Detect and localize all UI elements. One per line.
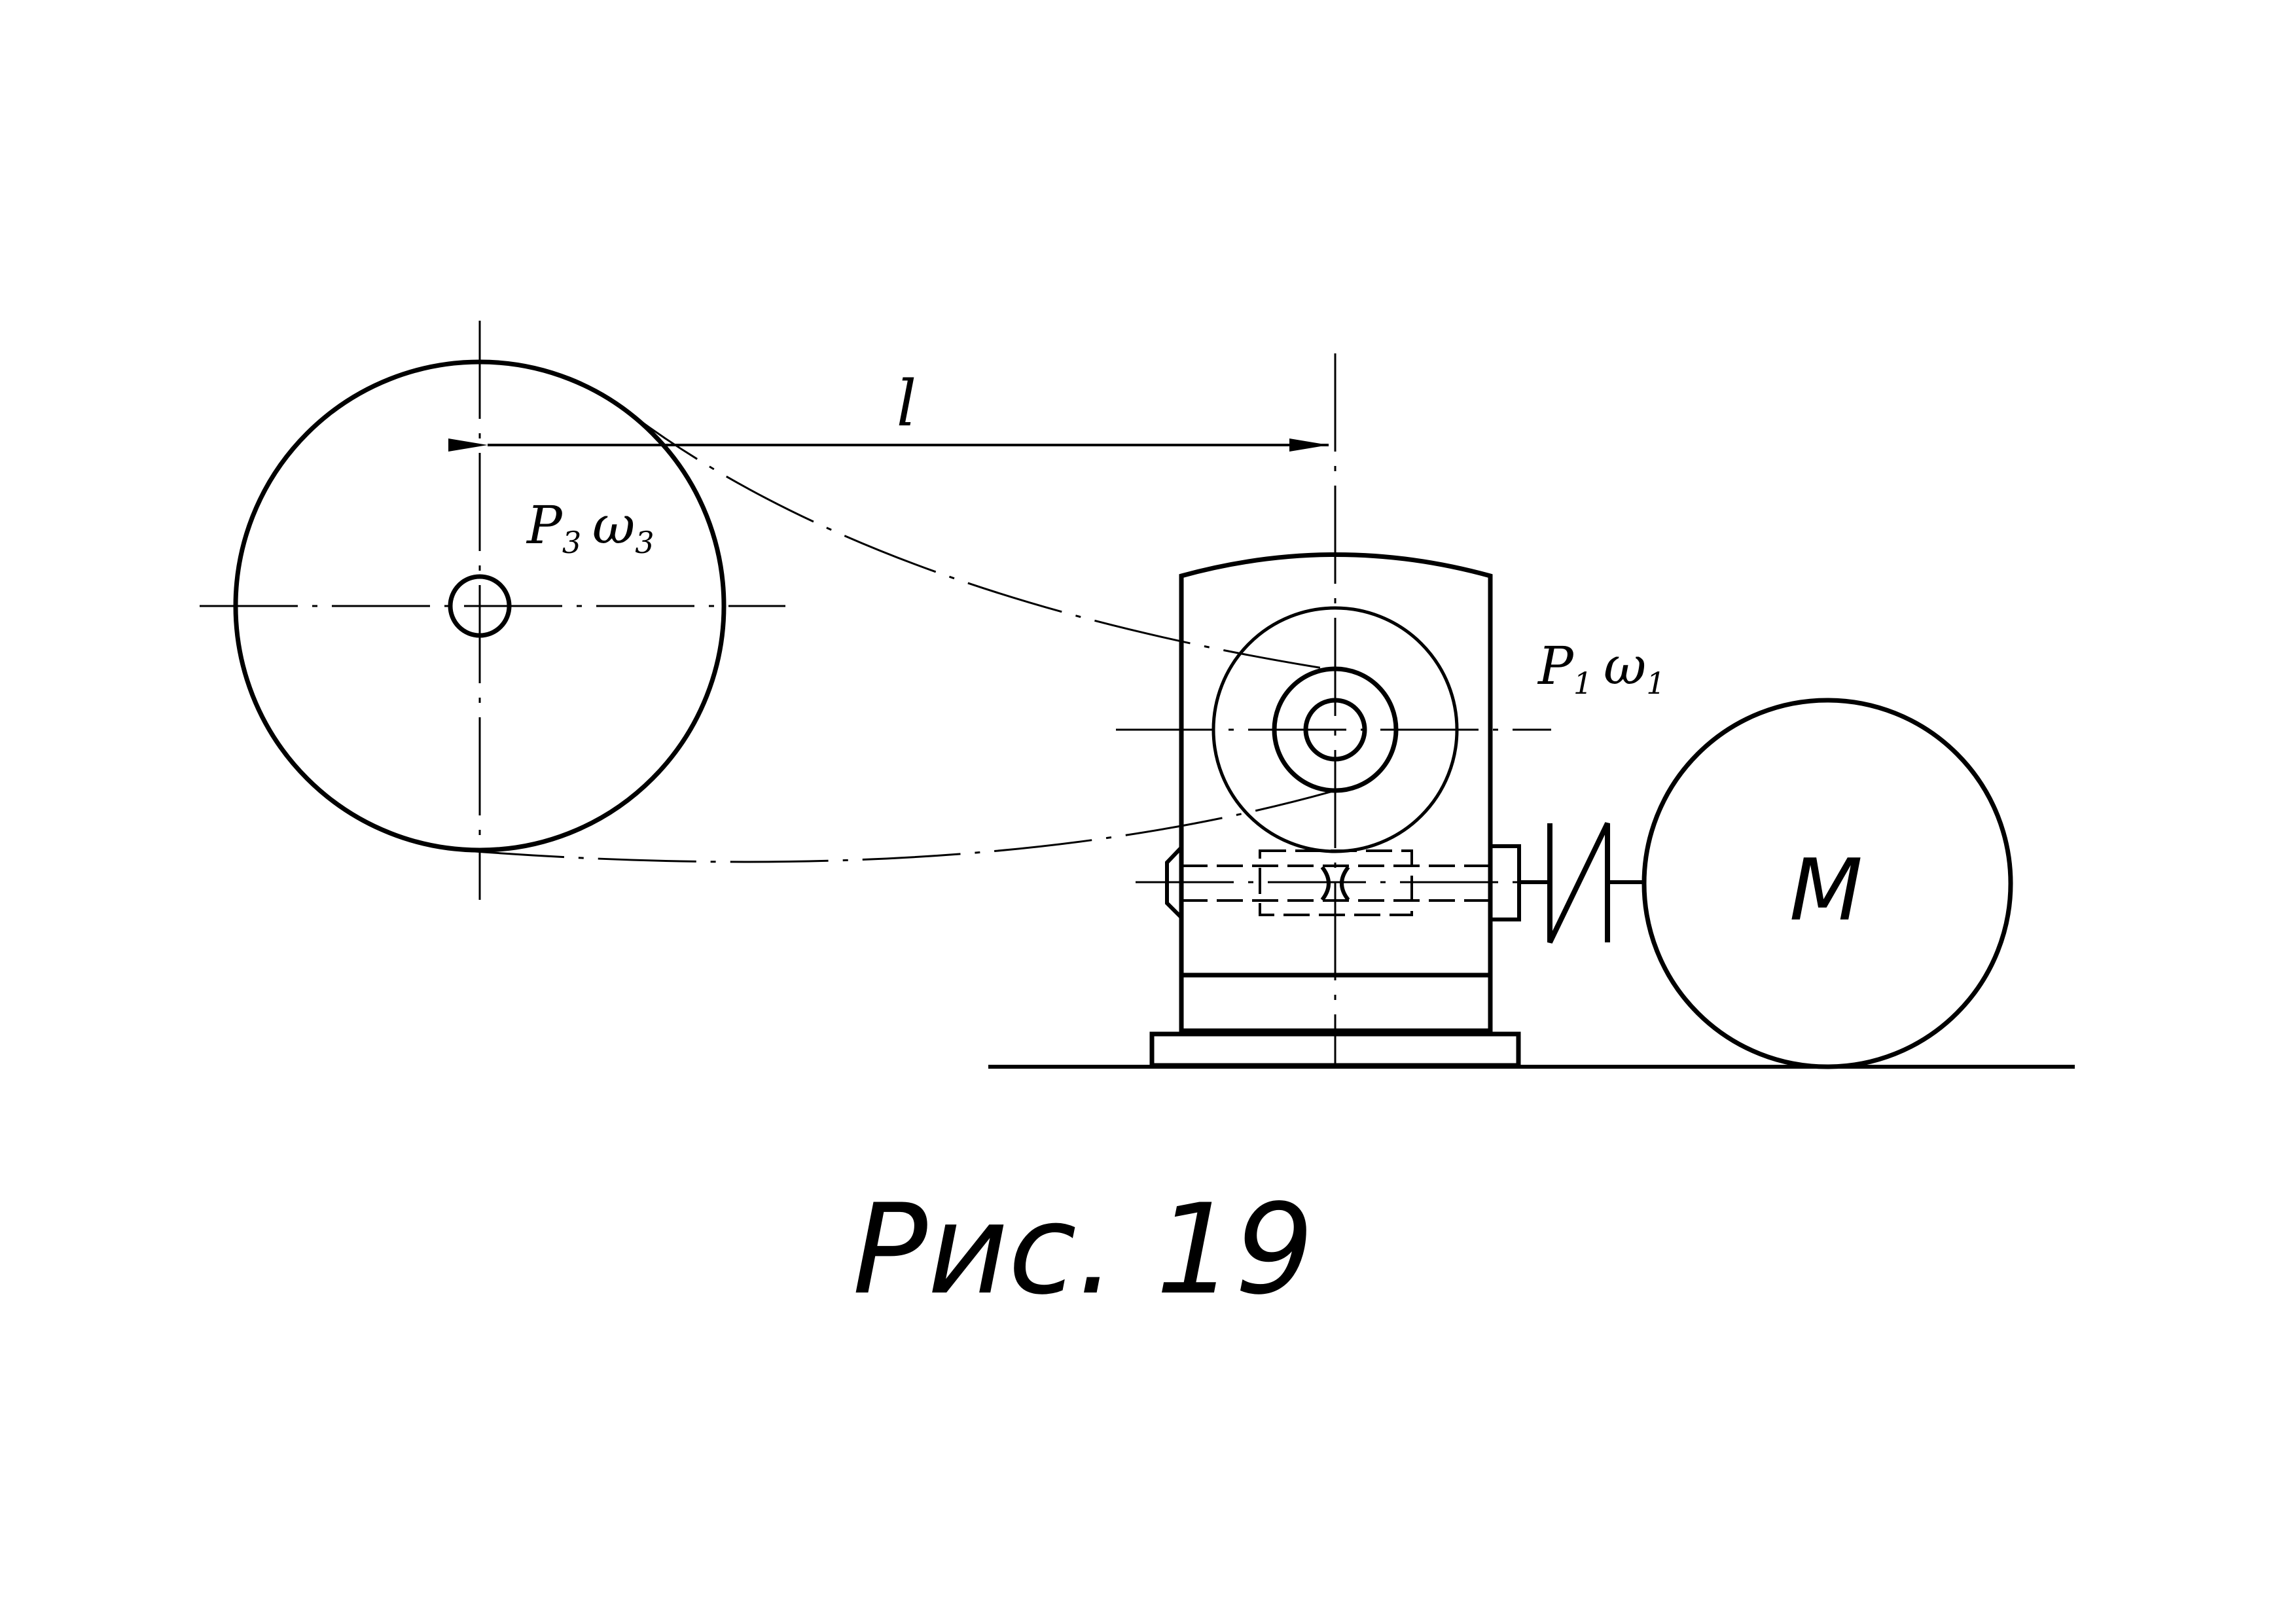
motor-circle xyxy=(1641,698,2013,1069)
drum xyxy=(200,321,785,900)
worm-mesh-mark xyxy=(1320,866,1350,901)
reducer-power-label: P1 xyxy=(1537,635,1592,701)
belt-upper xyxy=(616,402,1336,671)
belt-lower xyxy=(465,789,1336,863)
drum-omega-label: ω3 xyxy=(592,495,655,560)
dimension-label: l xyxy=(897,367,917,440)
reducer-housing xyxy=(1179,552,1493,1033)
figure-caption: Рис. 19 xyxy=(852,1177,1314,1322)
reducer xyxy=(1116,353,1551,1068)
worm-hidden xyxy=(1259,849,1413,916)
motor: M xyxy=(1641,698,2013,1069)
reducer-omega-label: ω1 xyxy=(1604,635,1666,701)
elastic-coupling xyxy=(1547,822,1644,944)
coupling-zigzag xyxy=(1547,822,1610,944)
dimension-l: l xyxy=(448,367,1329,452)
worm-end-cap-left xyxy=(1165,846,1183,919)
motor-label: M xyxy=(1789,840,1863,940)
drum-power-label: P3 xyxy=(526,495,581,560)
